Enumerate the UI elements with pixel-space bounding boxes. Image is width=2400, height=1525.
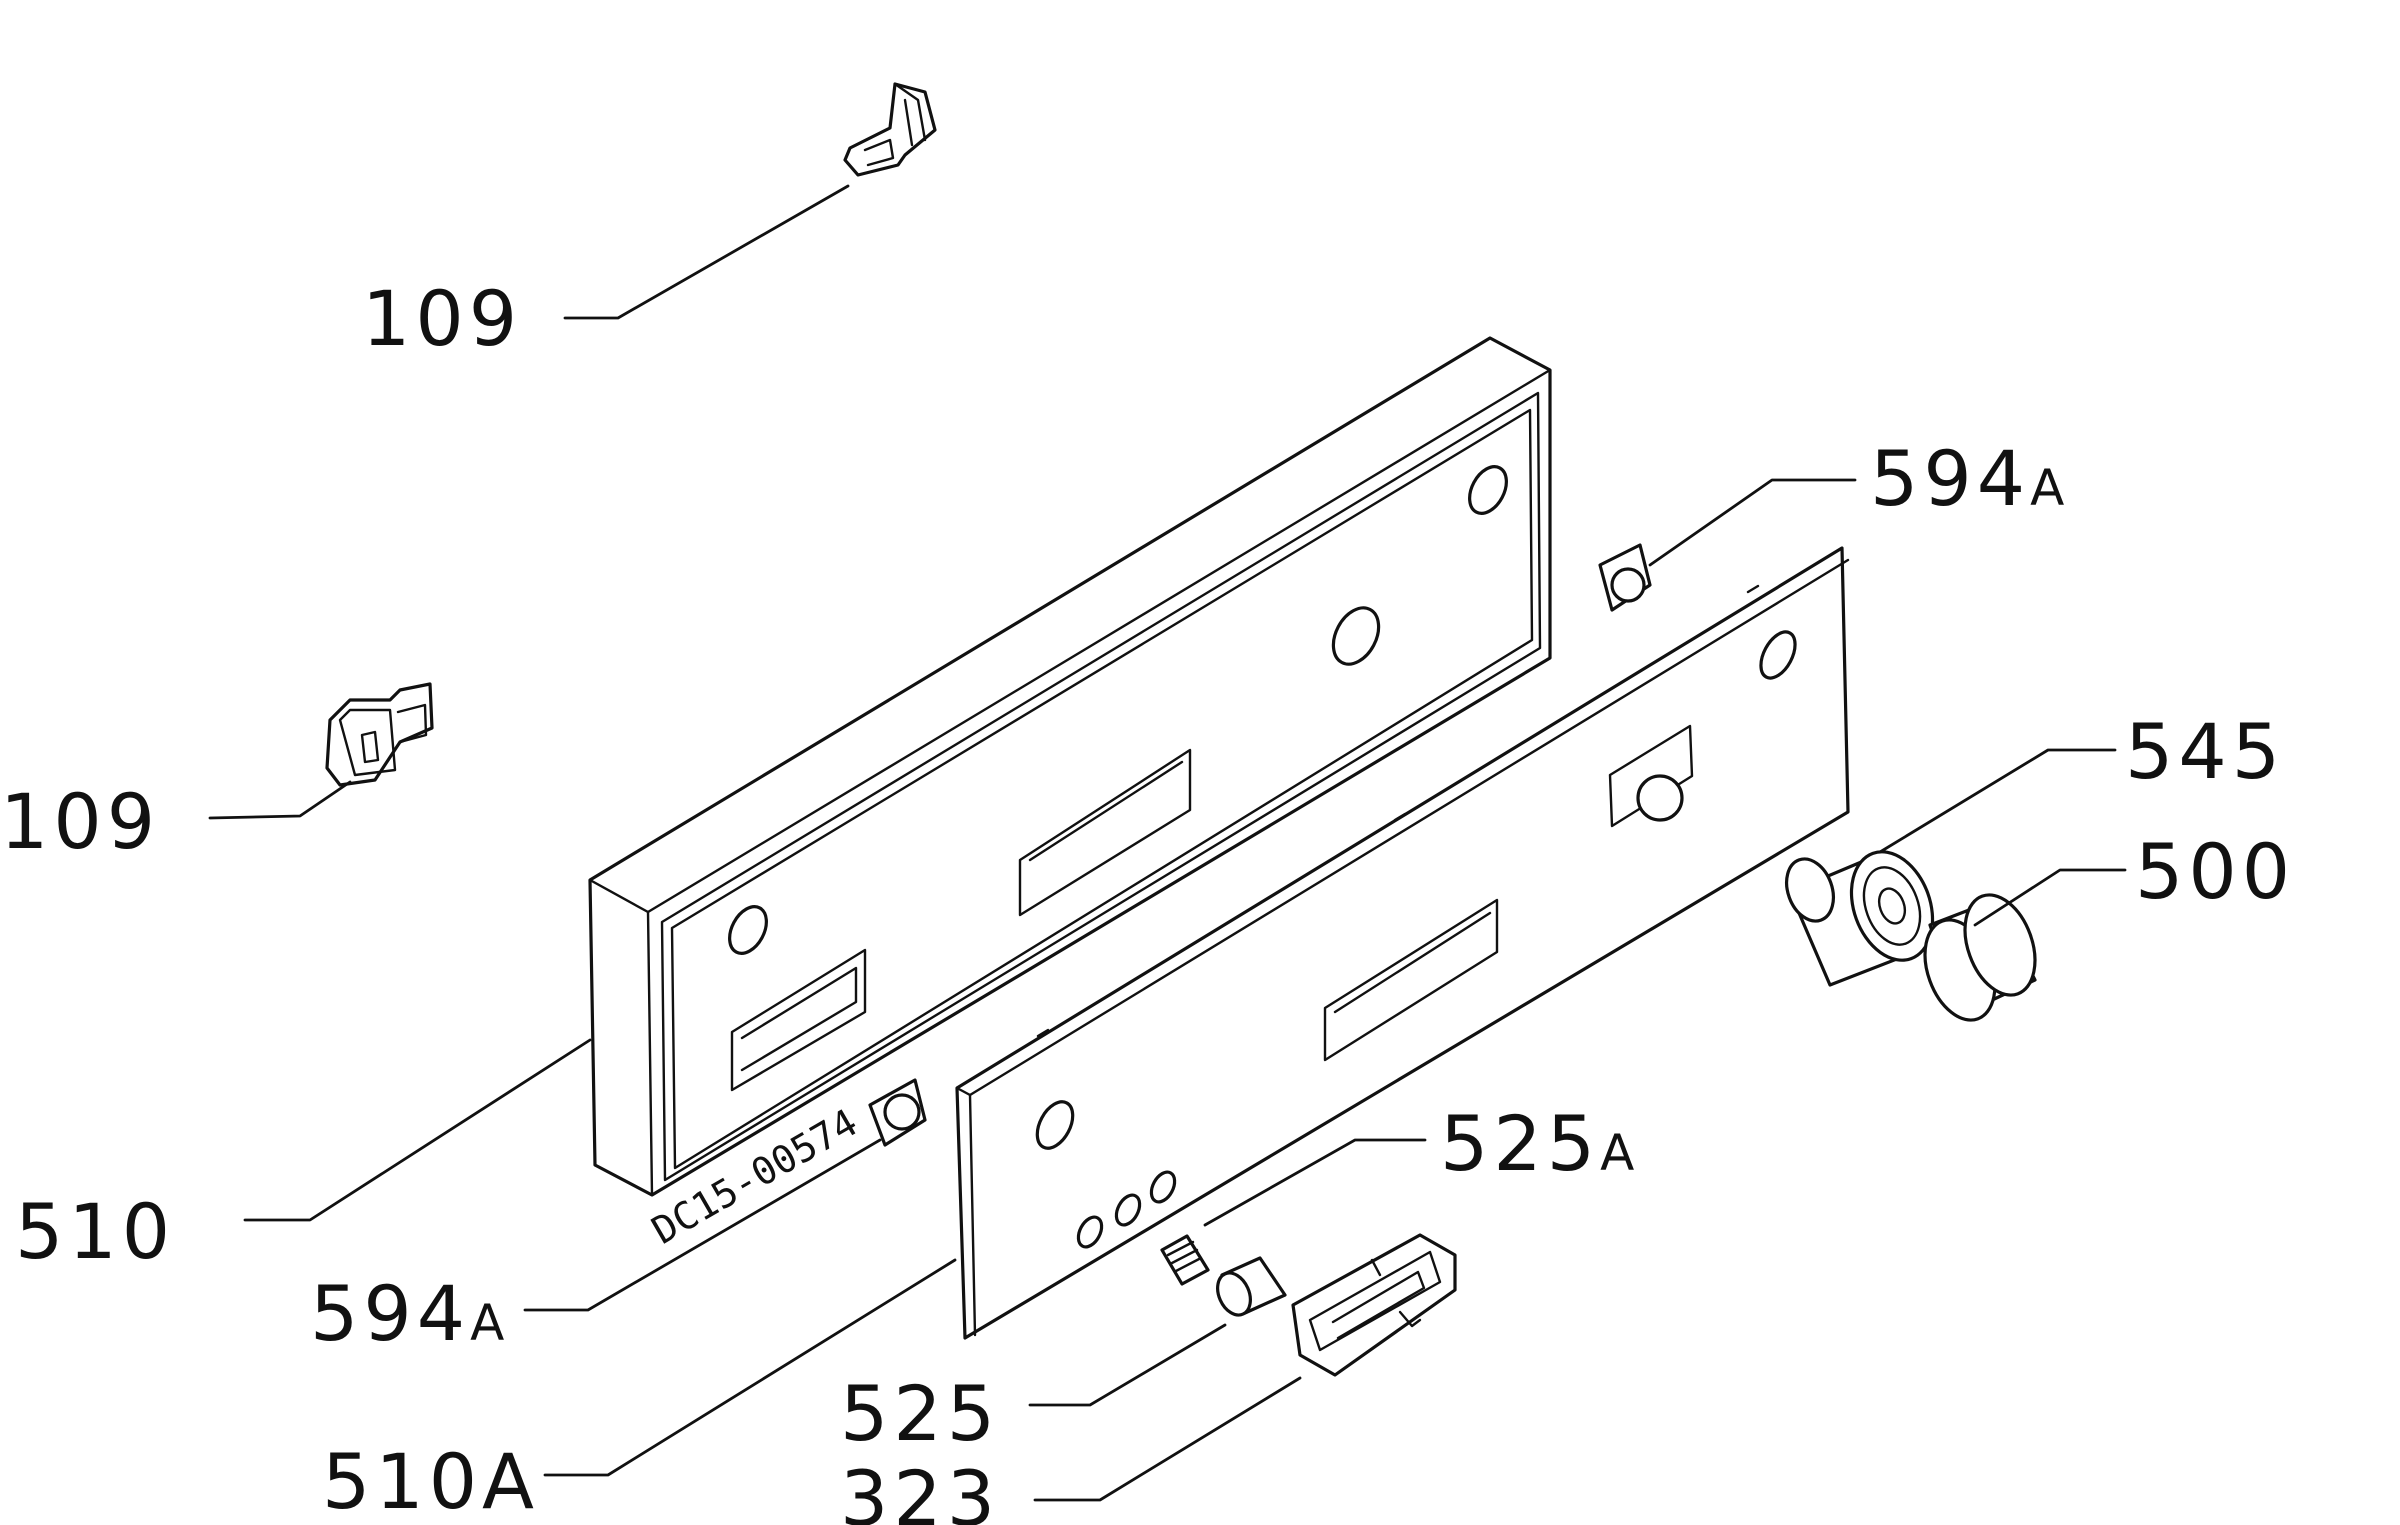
leader-line-545: [1878, 748, 2117, 854]
label-510: 510: [15, 1187, 175, 1276]
clip-part-109-top: [843, 82, 937, 177]
retainer-part-594a-lower: [868, 1078, 927, 1147]
label-500: 500: [2135, 827, 2295, 916]
leader-line-323: [1033, 1376, 1302, 1502]
label-525: 525: [840, 1369, 1000, 1458]
leader-line-510a: [543, 1258, 957, 1477]
knob-part-545: [1785, 850, 1935, 987]
label-594a-upper: 594A: [1870, 434, 2069, 523]
label-525a-suffix: A: [1600, 1124, 1639, 1182]
clip-part-109-left: [325, 682, 434, 787]
leader-line-594a-upper: [1648, 478, 1857, 567]
leader-line-525a: [1203, 1138, 1427, 1227]
label-594a-lower: 594A: [310, 1269, 509, 1358]
lamp-part-525: [1216, 1256, 1287, 1317]
label-323: 323: [840, 1454, 1000, 1525]
leader-line-109-top: [563, 184, 850, 320]
label-545: 545: [2125, 707, 2285, 796]
label-594a-upper-suffix: A: [2030, 459, 2069, 517]
label-594a-upper-number: 594: [1870, 434, 2030, 523]
leader-line-510: [243, 1038, 592, 1222]
lamp-holder-part-525a: [1160, 1234, 1210, 1286]
label-525a-number: 525: [1440, 1099, 1600, 1188]
label-525a: 525A: [1440, 1099, 1639, 1188]
label-510a: 510A: [322, 1437, 539, 1525]
switch-part-323: [1291, 1233, 1457, 1377]
retainer-part-594a-upper: [1598, 543, 1652, 612]
label-594a-lower-suffix: A: [470, 1294, 509, 1352]
label-109-left: 109: [0, 777, 160, 866]
label-594a-lower-number: 594: [310, 1269, 470, 1358]
leader-line-500: [1973, 868, 2127, 927]
leader-line-594a-lower: [523, 1138, 882, 1312]
panel-insert-part-510a: [955, 546, 1850, 1340]
leader-line-525: [1028, 1323, 1227, 1407]
leader-line-109-left: [208, 780, 352, 820]
panel-part-510: [588, 336, 1552, 1197]
label-109-top: 109: [362, 274, 522, 363]
